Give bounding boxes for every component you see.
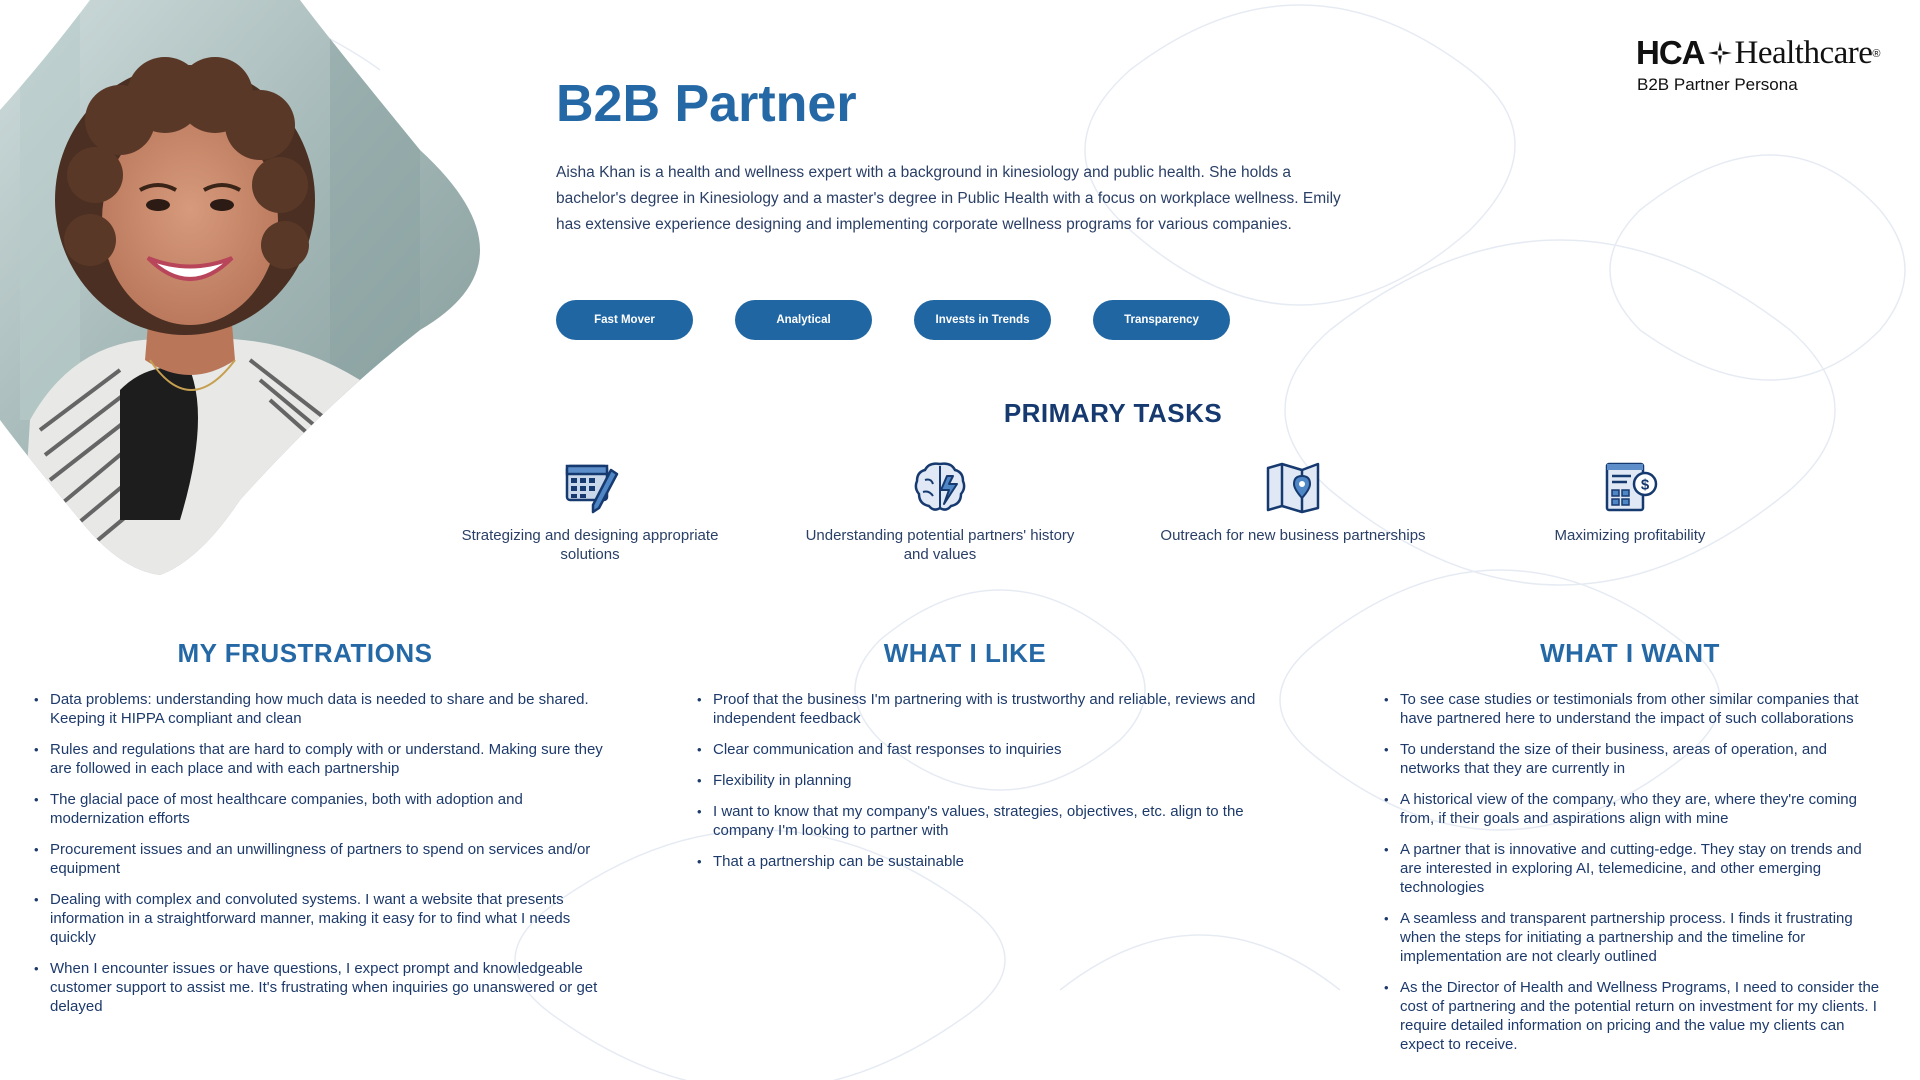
frustrations-heading: MY FRUSTRATIONS: [177, 638, 433, 668]
logo-brand-bold: HCA: [1636, 34, 1705, 71]
logo-registered-mark: ®: [1872, 48, 1881, 60]
persona-photo: [0, 0, 480, 575]
list-item: A partner that is innovative and cutting…: [1384, 840, 1884, 897]
task-label: Outreach for new business partnerships: [1160, 527, 1426, 544]
likes-heading: WHAT I LIKE: [883, 638, 1047, 668]
persona-bio: Aisha Khan is a health and wellness expe…: [556, 164, 1341, 233]
task-label: Maximizing profitability: [1554, 527, 1706, 544]
dollar-report-icon: $: [1605, 462, 1658, 512]
list-item: Data problems: understanding how much da…: [34, 690, 614, 728]
frustrations-list: Data problems: understanding how much da…: [34, 690, 614, 1028]
primary-tasks-heading: PRIMARY TASKS: [1003, 398, 1223, 428]
hca-healthcare-logo: HCA Healthcare ® B2B Partner Persona: [1636, 34, 1881, 95]
logo-cross-icon: [1707, 41, 1732, 65]
list-item: Clear communication and fast responses t…: [697, 740, 1277, 759]
list-item: A seamless and transparent partnership p…: [1384, 909, 1884, 966]
list-item: Flexibility in planning: [697, 771, 1277, 790]
map-pin-icon: [1266, 462, 1320, 514]
list-item: The glacial pace of most healthcare comp…: [34, 790, 614, 828]
page-title: B2B Partner: [556, 75, 857, 133]
tag-transparency[interactable]: Transparency: [1093, 300, 1230, 340]
list-item: As the Director of Health and Wellness P…: [1384, 978, 1884, 1054]
tag-fast-mover[interactable]: Fast Mover: [556, 300, 693, 340]
calculator-pencil-icon: [565, 464, 619, 514]
list-item: Procurement issues and an unwillingness …: [34, 840, 614, 878]
tag-analytical[interactable]: Analytical: [735, 300, 872, 340]
list-item: Rules and regulations that are hard to c…: [34, 740, 614, 778]
svg-text:$: $: [1641, 477, 1650, 494]
persona-tags: Fast Mover Analytical Invests in Trends …: [556, 300, 1230, 340]
wants-list: To see case studies or testimonials from…: [1384, 690, 1884, 1066]
tag-invests-in-trends[interactable]: Invests in Trends: [914, 300, 1051, 340]
task-understanding: Understanding potential partners' histor…: [800, 458, 1080, 564]
task-strategizing: Strategizing and designing appropriate s…: [450, 458, 730, 564]
task-profitability: $ Maximizing profitability: [1490, 458, 1770, 545]
wants-heading: WHAT I WANT: [1540, 638, 1720, 668]
task-outreach: Outreach for new business partnerships: [1153, 458, 1433, 545]
logo-subtitle: B2B Partner Persona: [1637, 75, 1798, 94]
task-label: Understanding potential partners' histor…: [805, 527, 1075, 563]
list-item: Dealing with complex and convoluted syst…: [34, 890, 614, 947]
likes-list: Proof that the business I'm partnering w…: [697, 690, 1277, 883]
task-label: Strategizing and designing appropriate s…: [461, 527, 719, 563]
brain-lightning-icon: [914, 462, 966, 511]
list-item: When I encounter issues or have question…: [34, 959, 614, 1016]
list-item: That a partnership can be sustainable: [697, 852, 1277, 871]
list-item: A historical view of the company, who th…: [1384, 790, 1884, 828]
list-item: To see case studies or testimonials from…: [1384, 690, 1884, 728]
list-item: I want to know that my company's values,…: [697, 802, 1277, 840]
logo-brand-word: Healthcare: [1734, 35, 1873, 71]
list-item: To understand the size of their business…: [1384, 740, 1884, 778]
list-item: Proof that the business I'm partnering w…: [697, 690, 1277, 728]
